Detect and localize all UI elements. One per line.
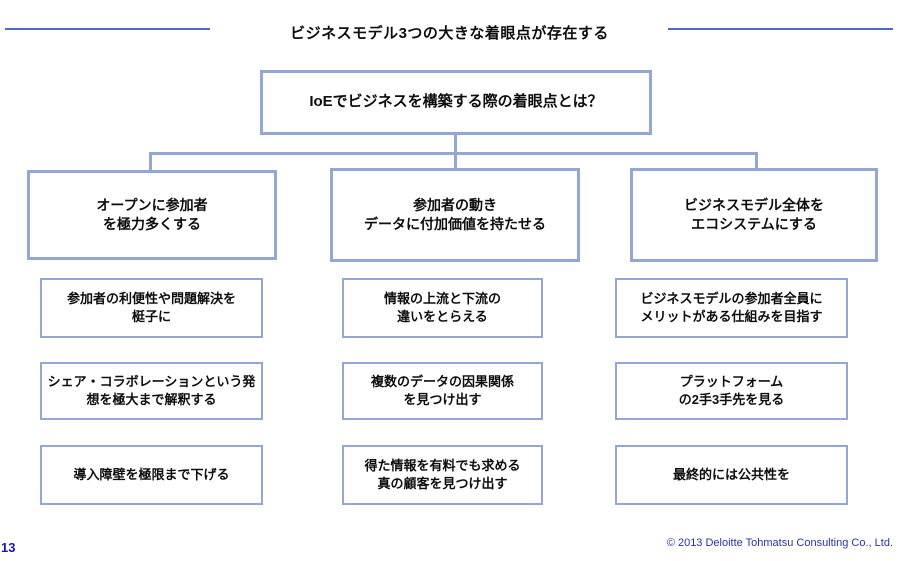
item-label: シェア・コラボレーションという発 想を極大まで解釈する: [47, 374, 256, 407]
item-box: プラットフォーム の2手3手先を見る: [615, 362, 848, 420]
item-label: 情報の上流と下流の 違いをとらえる: [383, 291, 501, 324]
slide-title: ビジネスモデル3つの大きな着眼点が存在する: [290, 25, 609, 42]
item-label: 複数のデータの因果関係 を見つけ出す: [370, 374, 514, 407]
column-header-label: ビジネスモデル全体を エコシステムにする: [684, 197, 824, 232]
column-header-label: オープンに参加者 を極力多くする: [96, 197, 208, 232]
column-header-ecosystem: ビジネスモデル全体を エコシステムにする: [630, 168, 878, 262]
item-label: 参加者の利便性や問題解決を 梃子に: [66, 291, 236, 324]
copyright-notice: © 2013 Deloitte Tohmatsu Consulting Co.,…: [666, 537, 893, 549]
item-box: ビジネスモデルの参加者全員に メリットがある仕組みを目指す: [615, 278, 848, 338]
title-rule-right: [668, 28, 893, 30]
connector-drop-right: [755, 152, 758, 169]
root-question-label: IoEでビジネスを構築する際の着眼点とは？: [309, 93, 603, 111]
item-label: プラットフォーム の2手3手先を見る: [678, 374, 785, 407]
item-box: シェア・コラボレーションという発 想を極大まで解釈する: [40, 362, 263, 420]
connector-drop-center: [454, 152, 457, 169]
connector-root-stub: [454, 135, 457, 153]
item-label: 導入障壁を極限まで下げる: [73, 467, 230, 483]
column-header-label: 参加者の動き データに付加価値を持たせる: [364, 197, 546, 232]
connector-drop-left: [149, 152, 152, 171]
page-number: 13: [1, 540, 16, 555]
title-rule-left: [5, 28, 210, 30]
item-label: ビジネスモデルの参加者全員に メリットがある仕組みを目指す: [640, 291, 823, 324]
item-label: 得た情報を有料でも求める 真の顧客を見つけ出す: [364, 458, 521, 491]
item-box: 複数のデータの因果関係 を見つけ出す: [342, 362, 543, 420]
item-box: 最終的には公共性を: [615, 445, 848, 505]
column-header-open-participants: オープンに参加者 を極力多くする: [27, 170, 277, 260]
item-box: 導入障壁を極限まで下げる: [40, 445, 263, 505]
item-box: 情報の上流と下流の 違いをとらえる: [342, 278, 543, 338]
root-question-box: IoEでビジネスを構築する際の着眼点とは？: [260, 70, 652, 135]
item-label: 最終的には公共性を: [672, 467, 790, 483]
connector-horizontal: [149, 152, 758, 155]
item-box: 参加者の利便性や問題解決を 梃子に: [40, 278, 263, 338]
item-box: 得た情報を有料でも求める 真の顧客を見つけ出す: [342, 445, 543, 505]
column-header-participant-data-value: 参加者の動き データに付加価値を持たせる: [330, 168, 580, 262]
